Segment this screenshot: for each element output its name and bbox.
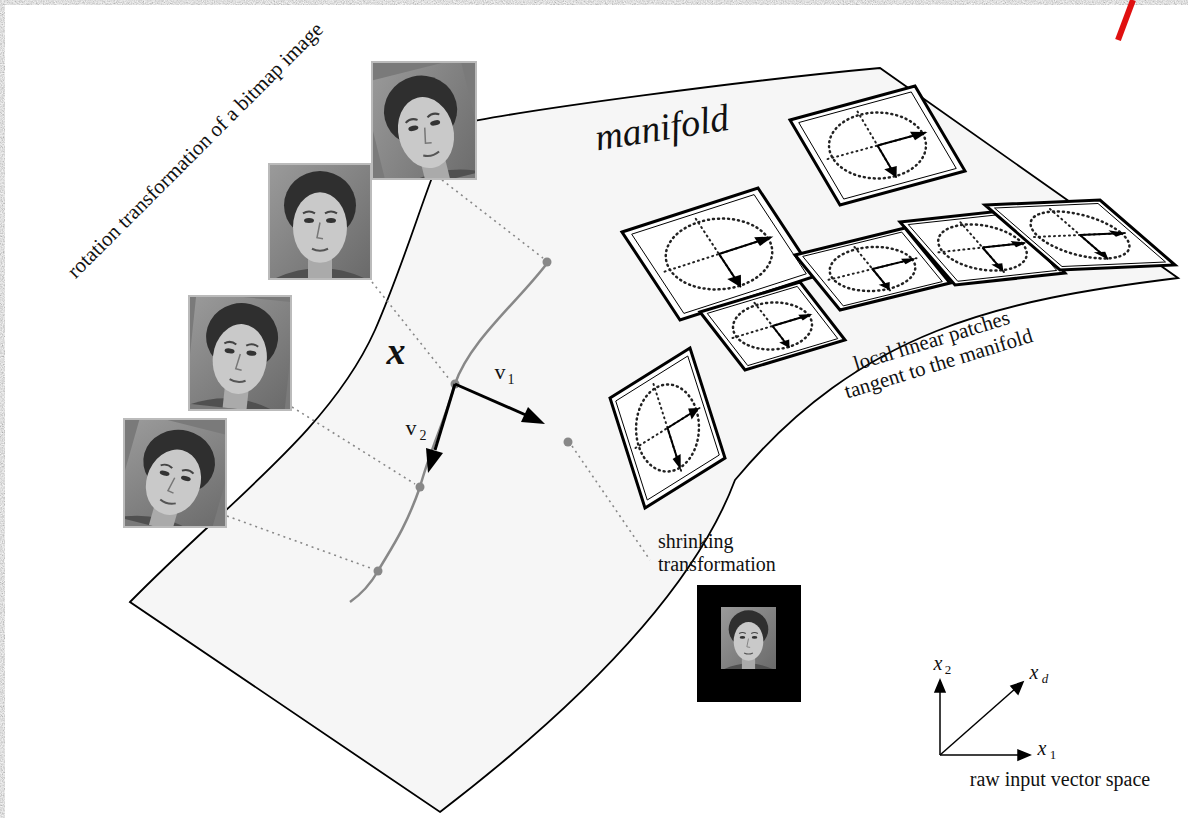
face-images bbox=[112, 58, 801, 702]
axis-label: x bbox=[1038, 737, 1047, 760]
rotation-caption: rotation transformation of a bitmap imag… bbox=[62, 17, 328, 283]
axes bbox=[935, 680, 1030, 760]
arrow-head bbox=[426, 448, 443, 473]
axis-line bbox=[940, 754, 1020, 756]
subscript: 2 bbox=[945, 663, 952, 678]
arrow-head bbox=[521, 407, 545, 424]
arrow-head bbox=[1011, 682, 1023, 694]
leader-line bbox=[292, 407, 415, 484]
tangent-patch bbox=[700, 282, 845, 370]
axis-label: x bbox=[1030, 661, 1039, 684]
tangent-patch bbox=[795, 228, 950, 310]
face-image bbox=[361, 58, 488, 194]
vector-v2 bbox=[435, 384, 455, 450]
axis-line bbox=[939, 690, 941, 755]
vector-label: v bbox=[406, 415, 417, 440]
axis-line bbox=[940, 688, 1016, 755]
shrunk-image-ground bbox=[697, 585, 801, 702]
leader-line bbox=[372, 282, 450, 380]
patches-caption: local linear patches tangent to the mani… bbox=[820, 296, 1049, 408]
axis-label: x bbox=[934, 652, 943, 675]
subscript: 1 bbox=[508, 372, 515, 388]
subscript: 1 bbox=[1050, 748, 1057, 763]
space-caption: raw input vector space bbox=[970, 768, 1150, 791]
shrinking-caption: shrinking transformation bbox=[658, 530, 798, 576]
white-ground bbox=[5, 5, 1188, 818]
red-mark bbox=[1118, 0, 1133, 40]
point-dot bbox=[416, 483, 425, 492]
image-frame bbox=[269, 164, 371, 279]
leader-line bbox=[442, 180, 543, 258]
manifold-label: manifold bbox=[592, 96, 732, 160]
point-dot bbox=[564, 438, 573, 447]
face-image bbox=[112, 413, 238, 540]
face-image bbox=[185, 292, 296, 414]
point-label: x bbox=[387, 330, 406, 374]
point-dot bbox=[374, 567, 383, 576]
subscript: 2 bbox=[420, 428, 427, 444]
tangent-patch bbox=[610, 348, 725, 508]
point-dot bbox=[543, 258, 552, 267]
tangent-patches bbox=[610, 86, 1175, 508]
subscript: d bbox=[1042, 672, 1049, 687]
tangent-patch bbox=[985, 200, 1175, 270]
tangent-vectors bbox=[426, 384, 545, 473]
leader-line bbox=[572, 446, 650, 560]
arrow-head bbox=[1018, 750, 1030, 760]
vector-label: v bbox=[495, 359, 506, 384]
rotation-curve bbox=[350, 262, 548, 602]
curve-points bbox=[374, 258, 573, 576]
tangent-patch bbox=[790, 86, 965, 205]
shrunk-face-image bbox=[721, 607, 776, 669]
leader-line bbox=[227, 516, 373, 569]
face-image bbox=[270, 165, 370, 278]
arrow-head bbox=[935, 680, 945, 692]
manifold-surface bbox=[130, 68, 1178, 812]
vector-v1 bbox=[455, 384, 528, 416]
